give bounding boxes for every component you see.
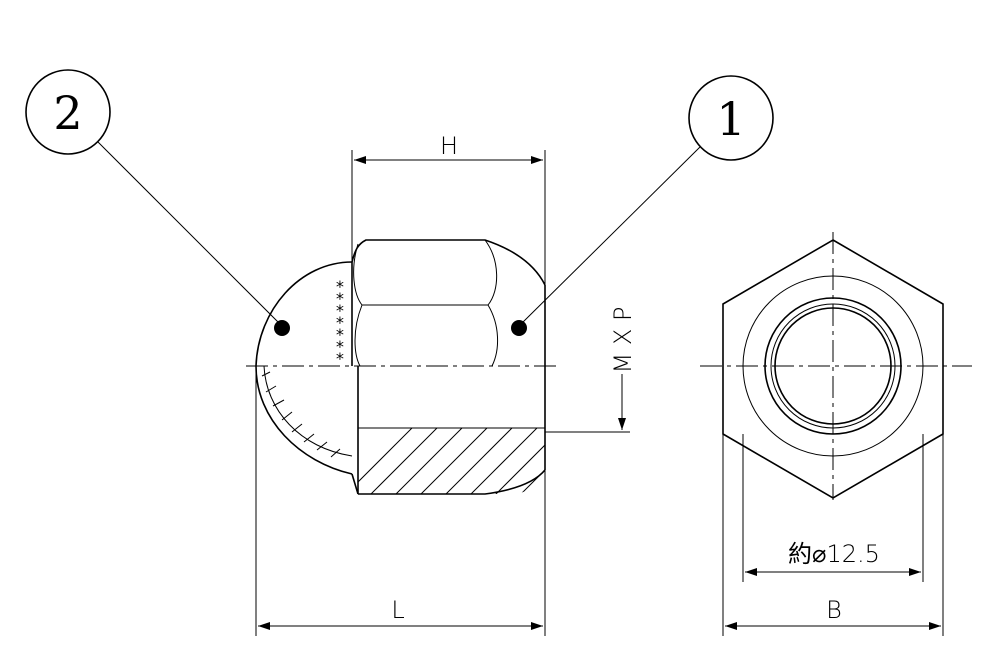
flat-arc-2 — [354, 304, 363, 367]
weld-mark: * — [335, 313, 345, 332]
weld-mark: * — [335, 349, 345, 368]
balloon-1-circle — [688, 75, 774, 161]
weld-marks: * * * * * * * — [335, 277, 345, 368]
balloon-2: 2 — [25, 69, 290, 336]
balloon-2-leader — [97, 141, 283, 327]
side-view: * * * * * * * H L M X P — [246, 132, 637, 636]
balloon-1-dot — [511, 320, 527, 336]
h-dimension-label: H — [440, 132, 458, 160]
flat-arc-3 — [484, 239, 498, 306]
front-view: 約⌀12.5 B — [700, 232, 972, 636]
weld-mark: * — [335, 277, 345, 296]
dome-inner — [263, 365, 353, 457]
weld-mark: * — [335, 301, 345, 320]
weld-mark: * — [335, 325, 345, 344]
mxp-dimension-label: M X P — [609, 307, 637, 374]
balloon-1-leader — [518, 146, 701, 327]
weld-mark: * — [335, 289, 345, 308]
hex-top-edge — [351, 239, 546, 286]
dome-joint — [351, 473, 359, 495]
balloon-2-dot — [274, 320, 290, 336]
b-dimension-label: B — [826, 596, 842, 624]
balloon-2-label: 2 — [53, 86, 82, 140]
flat-arc-4 — [487, 304, 499, 367]
dia-dimension-label: 約⌀12.5 — [788, 540, 880, 568]
balloon-1-label: 1 — [716, 92, 745, 146]
dome-section-hatch — [261, 371, 341, 458]
balloon-2-circle — [25, 69, 111, 155]
balloon-1: 1 — [511, 75, 774, 336]
weld-mark: * — [335, 337, 345, 356]
l-dimension-label: L — [391, 596, 404, 624]
section-hatch — [358, 428, 545, 494]
flat-arc-1 — [353, 243, 363, 306]
